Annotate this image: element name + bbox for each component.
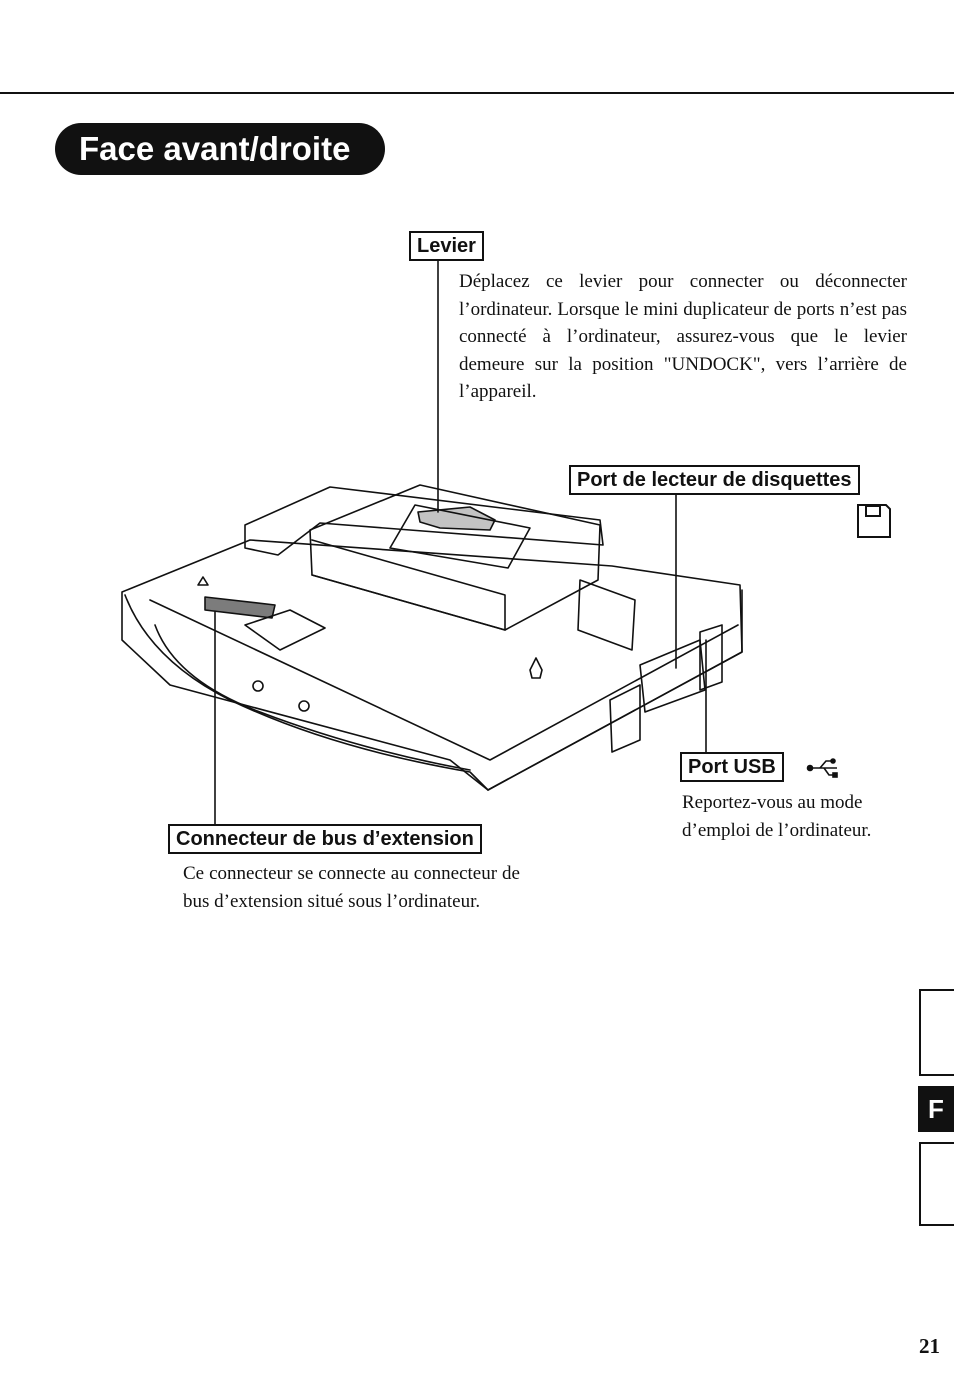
top-rule [0,92,954,94]
front-led-1 [252,680,264,692]
page-number: 21 [919,1334,940,1358]
side-port-frame [639,639,706,713]
floppy-disk-icon [857,504,891,538]
label-floppy-port: Port de lecteur de disquettes [569,465,860,495]
base-front-groove [154,624,471,771]
rear-right-recess [577,579,636,651]
screw-right [529,657,543,679]
usb-icon [806,758,838,778]
dock-front [311,539,506,631]
desc-usb-port: Reportez-vous au mode d’emploi de l’ordi… [682,792,872,841]
section-title: Face avant/droite [55,123,385,175]
base-front-edge [124,594,489,791]
screw-left [197,576,209,586]
desc-expansion-connector: Ce connecteur se connecte au connecteur … [183,863,520,912]
right-latch [609,684,641,753]
rear-block [244,486,604,556]
label-levier: Levier [409,231,484,261]
front-left-pad [244,609,326,651]
base-inner-line [149,599,739,761]
language-tab-f: F [918,1086,954,1132]
base-right-edge [487,589,743,791]
desc-levier: Déplacez ce levier pour connecter ou déc… [459,271,907,402]
label-expansion-connector: Connecteur de bus d’extension [168,824,482,854]
lever-shape [417,506,496,531]
expansion-connector-shape [204,596,276,619]
usb-port-shape [699,624,723,691]
front-led-2 [298,700,310,712]
dock-recess [389,504,531,569]
label-usb-port: Port USB [680,752,784,782]
